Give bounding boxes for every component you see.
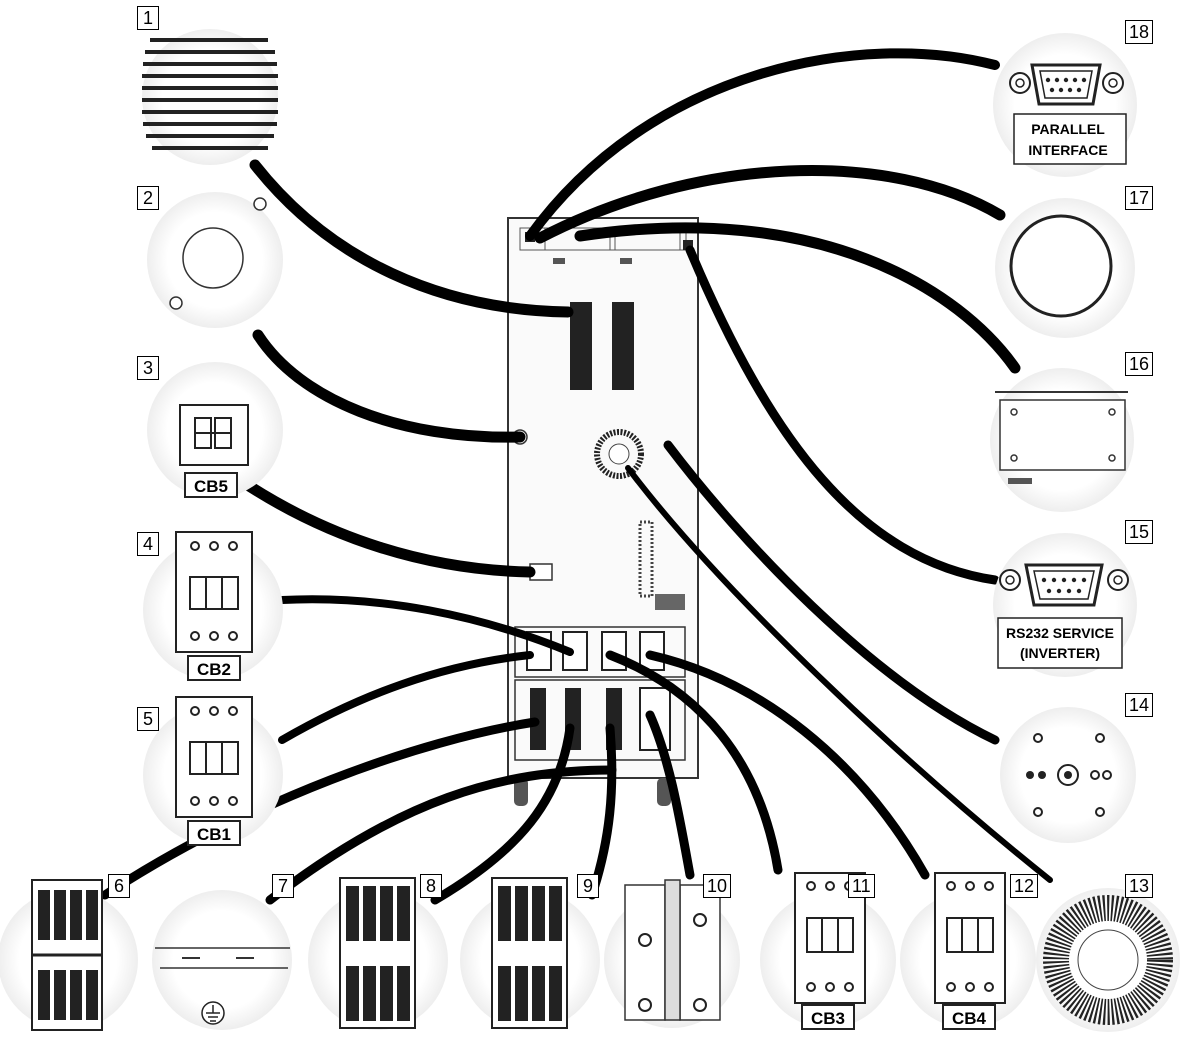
- detail-parallel-port: PARALLEL INTERFACE: [993, 33, 1137, 177]
- rs232-port-mount: [683, 240, 693, 250]
- callout-5-tag: 5: [137, 707, 159, 731]
- cb2-label: CB2: [197, 660, 231, 679]
- callout-2-tag: 2: [137, 186, 159, 210]
- caster-left: [514, 778, 528, 806]
- detail-rs232-port: RS232 SERVICE (INVERTER): [993, 533, 1137, 677]
- leader-line-8: [430, 723, 575, 905]
- leader-line-6: [100, 717, 540, 900]
- leader-line-17: [534, 165, 1006, 244]
- leader-line-4: [278, 595, 574, 656]
- callout-16-tag: 16: [1125, 352, 1154, 376]
- detail-round-port-cover: [995, 198, 1135, 338]
- cabinet-fan: [594, 429, 644, 479]
- detail-breaker-cb1: CB1: [143, 696, 283, 846]
- detail-ventilation-grille: [142, 29, 278, 165]
- callout-12-tag: 12: [1010, 874, 1039, 898]
- leader-line-18: [525, 48, 1000, 241]
- parallel-label-line2: INTERFACE: [1028, 142, 1107, 158]
- callout-8-tag: 8: [420, 874, 442, 898]
- leader-line-14: [663, 440, 1000, 745]
- callout-15-tag: 15: [1125, 520, 1154, 544]
- detail-round-cover: [147, 192, 283, 328]
- leader-line-7: [265, 765, 617, 905]
- callout-18-tag: 18: [1125, 20, 1154, 44]
- detail-terminal-block-2: [308, 877, 448, 1030]
- detail-breaker-cb3: CB3: [760, 872, 896, 1030]
- detail-fuse-holder: [604, 879, 740, 1028]
- detail-fan: [1036, 888, 1180, 1032]
- parallel-label-line1: PARALLEL: [1031, 121, 1105, 137]
- leader-lines: [100, 48, 1053, 905]
- callout-7-tag: 7: [272, 874, 294, 898]
- callout-1-tag: 1: [137, 6, 159, 30]
- callout-17-tag: 17: [1125, 186, 1154, 210]
- detail-breaker-cb5: CB5: [147, 362, 283, 498]
- detail-terminal-block-3: [460, 877, 600, 1030]
- detail-slot-cover: [990, 368, 1134, 512]
- cb1-label: CB1: [197, 825, 231, 844]
- rs232-label-line1: RS232 SERVICE: [1006, 625, 1114, 641]
- ups-cabinet: [507, 217, 699, 806]
- callout-13-tag: 13: [1125, 874, 1154, 898]
- callout-11-tag: 11: [848, 874, 875, 898]
- cb3-label: CB3: [811, 1009, 845, 1028]
- leader-line-16: [574, 222, 1021, 374]
- caster-right: [657, 778, 671, 806]
- callout-6-tag: 6: [108, 874, 130, 898]
- leader-line-10: [645, 710, 695, 880]
- detail-connector-holes: [1000, 707, 1136, 843]
- callout-14-tag: 14: [1125, 693, 1154, 717]
- leader-line-12: [645, 650, 930, 880]
- leader-line-11: [605, 650, 783, 875]
- callout-10-tag: 10: [703, 874, 732, 898]
- callout-3-tag: 3: [137, 356, 159, 380]
- rs232-label-line2: (INVERTER): [1020, 645, 1100, 661]
- detail-breaker-cb2: CB2: [143, 531, 283, 681]
- detail-ground-terminal: [152, 890, 292, 1030]
- leader-line-13: [625, 465, 1053, 883]
- leader-line-1: [249, 159, 574, 318]
- callout-4-tag: 4: [137, 532, 159, 556]
- cb4-label: CB4: [952, 1009, 987, 1028]
- callout-9-tag: 9: [577, 874, 599, 898]
- cb5-label: CB5: [194, 477, 228, 496]
- leader-line-5: [278, 651, 534, 744]
- leader-line-15: [685, 245, 1000, 585]
- leader-line-3: [234, 474, 536, 578]
- cabinet-grille: [570, 302, 634, 390]
- leader-line-2: [252, 329, 526, 443]
- detail-terminal-block-1: [0, 879, 138, 1031]
- detail-breaker-cb4: CB4: [900, 872, 1036, 1030]
